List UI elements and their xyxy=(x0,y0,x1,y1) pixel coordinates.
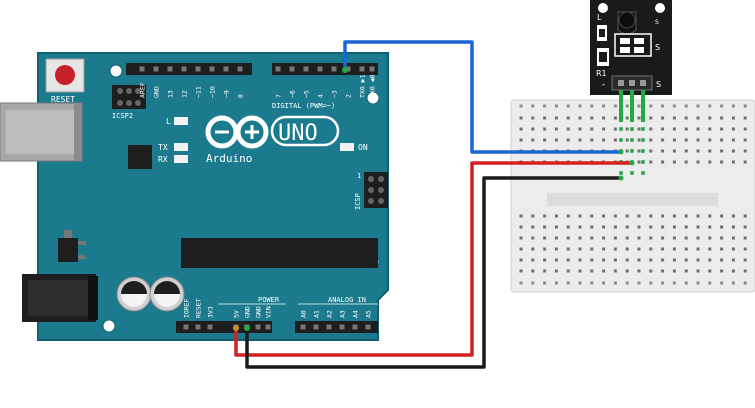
pin-label-vin: VIN xyxy=(265,306,273,318)
pin-label-gnd: GND xyxy=(244,306,252,318)
capacitor-1 xyxy=(116,276,152,312)
rx-led-label: RX xyxy=(158,155,168,164)
capacitor-2 xyxy=(149,276,185,312)
pin-label-8: 8 xyxy=(237,94,245,98)
tx-led-label: TX xyxy=(158,143,168,152)
pin-label-gnd: GND xyxy=(255,306,263,318)
pin-label-gnd: GND xyxy=(153,86,161,98)
pin-label-12: 12 xyxy=(181,90,189,98)
ground-wire xyxy=(245,176,621,369)
sensor-left-label-1: R1 xyxy=(596,69,607,78)
sensor-right-label-0: S xyxy=(655,43,660,52)
pin-label-3v3: 3V3 xyxy=(207,306,215,318)
pin-label--6: ~6 xyxy=(289,90,297,98)
pin-label--5: ~5 xyxy=(303,90,311,98)
reset-label: RESET xyxy=(51,95,75,104)
voltage-regulator xyxy=(58,230,86,262)
pin-label-a2: A2 xyxy=(326,310,334,318)
brand-label: Arduino xyxy=(206,152,252,165)
chip-small xyxy=(128,145,152,169)
power-jack xyxy=(22,274,98,322)
breadboard xyxy=(510,99,755,293)
pin-label-ioref: IOREF xyxy=(183,298,191,318)
icsp-label: ICSP xyxy=(354,193,362,210)
rx-led xyxy=(174,155,188,163)
model-label: UNO xyxy=(278,121,318,146)
pin-label-a0: A0 xyxy=(300,310,308,318)
pin-label-a5: A5 xyxy=(365,310,373,318)
pin-label-aref: AREF xyxy=(139,82,147,98)
on-led-label: ON xyxy=(358,143,368,152)
analog-label: ANALOG IN xyxy=(328,296,366,304)
pin-label-2: 2 xyxy=(345,94,353,98)
pin-label-a4: A4 xyxy=(352,310,360,318)
uno-badge xyxy=(270,115,340,147)
sensor-left-label-0: L xyxy=(597,13,602,22)
wires xyxy=(234,40,632,369)
sensor-pin-label-minus: - xyxy=(602,80,605,90)
pin-label-tx0-1: TX0 ▶1 xyxy=(359,74,367,98)
icsp2-header xyxy=(112,85,146,109)
wire-end-points xyxy=(233,67,635,331)
analog-header: A0 A1 A2 A3 A4 A5 xyxy=(295,310,378,333)
pin-label-7: 7 xyxy=(275,94,283,98)
icsp-header xyxy=(364,172,388,208)
pin-label-reset: RESET xyxy=(195,298,203,318)
pin-label-4: 4 xyxy=(317,94,325,98)
pin-label--10: ~10 xyxy=(209,86,217,98)
sensor-module: L R1 S S - S xyxy=(590,0,672,122)
on-led xyxy=(340,143,354,151)
pin-label-5v: 5V xyxy=(233,310,241,318)
icsp-pin-label: 1 xyxy=(357,172,361,180)
pin-label-13: 13 xyxy=(167,90,175,98)
power-label: POWER xyxy=(258,296,280,304)
pin-label--3: ~3 xyxy=(331,90,339,98)
l-led-label: L xyxy=(166,117,171,126)
arduino-logo-icon xyxy=(205,115,269,149)
icsp2-label: ICSP2 xyxy=(112,112,133,120)
pin-label--9: ~9 xyxy=(223,90,231,98)
pin-label-a1: A1 xyxy=(313,310,321,318)
tx-led xyxy=(174,143,188,151)
power-wire xyxy=(234,161,632,357)
sensor-pin-label-s: S xyxy=(656,80,661,89)
reset-button[interactable] xyxy=(45,58,85,93)
microcontroller-chip xyxy=(181,238,378,268)
pin-label--11: ~11 xyxy=(195,86,203,98)
signal-wire xyxy=(343,40,621,154)
l-led xyxy=(174,117,188,125)
pin-label-rx0-0: RX0 ◀0 xyxy=(369,74,377,98)
usb-connector xyxy=(0,102,83,162)
sensor-right-label-1: S xyxy=(655,19,659,26)
digital-label: DIGITAL (PWM=~) xyxy=(272,102,335,110)
pin-label-a3: A3 xyxy=(339,310,347,318)
